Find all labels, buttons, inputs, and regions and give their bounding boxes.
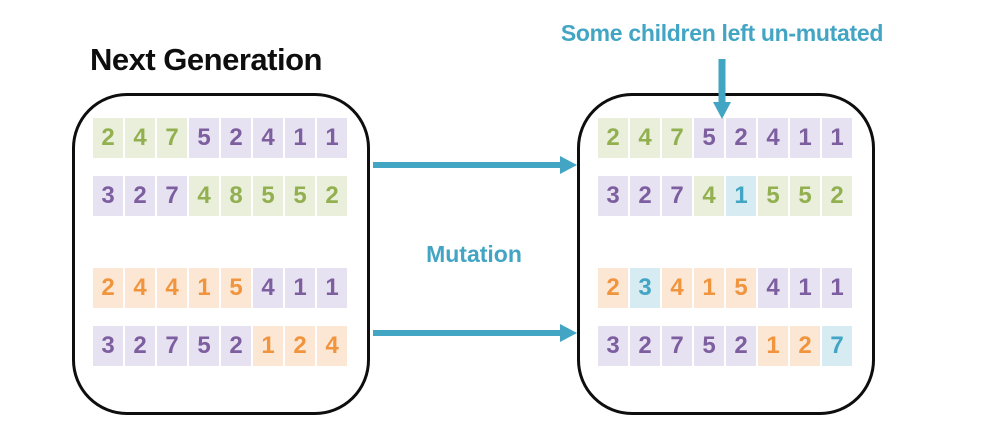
gene-cell: 3 xyxy=(598,326,628,366)
gene-cell: 2 xyxy=(630,176,660,216)
gene-cell: 2 xyxy=(630,326,660,366)
gene-cell: 7 xyxy=(157,176,187,216)
gene-cell: 2 xyxy=(125,176,155,216)
gene-cell: 5 xyxy=(189,118,219,158)
gene-cell-mutated: 3 xyxy=(630,268,660,308)
gene-cell: 5 xyxy=(253,176,283,216)
gene-cell: 5 xyxy=(694,326,724,366)
gene-cell: 2 xyxy=(93,268,123,308)
gene-cell: 2 xyxy=(790,326,820,366)
gene-cell: 4 xyxy=(253,268,283,308)
gene-cell: 4 xyxy=(758,268,788,308)
gene-cell: 1 xyxy=(253,326,283,366)
gene-cell: 1 xyxy=(285,118,315,158)
gene-cell: 5 xyxy=(726,268,756,308)
gene-cell: 2 xyxy=(726,118,756,158)
gene-cell: 3 xyxy=(93,326,123,366)
gene-cell: 7 xyxy=(157,118,187,158)
gene-cell: 4 xyxy=(157,268,187,308)
gene-cell: 5 xyxy=(285,176,315,216)
mutation-arrow-bottom xyxy=(373,324,577,342)
gene-cell-mutated: 7 xyxy=(822,326,852,366)
gene-cell: 4 xyxy=(630,118,660,158)
gene-cell: 5 xyxy=(790,176,820,216)
gene-cell: 2 xyxy=(822,176,852,216)
gene-cell: 1 xyxy=(790,268,820,308)
gene-cell: 7 xyxy=(662,176,692,216)
gene-cell: 4 xyxy=(694,176,724,216)
gene-cell: 7 xyxy=(662,118,692,158)
gene-cell: 5 xyxy=(758,176,788,216)
gene-cell: 3 xyxy=(598,176,628,216)
gene-cell: 2 xyxy=(125,326,155,366)
page-title: Next Generation xyxy=(90,42,322,77)
gene-cell: 2 xyxy=(93,118,123,158)
gene-cell: 1 xyxy=(189,268,219,308)
gene-cell: 4 xyxy=(125,268,155,308)
gene-cell: 2 xyxy=(221,118,251,158)
annotation-unmutated-label: Some children left un-mutated xyxy=(560,20,884,46)
gene-cell: 1 xyxy=(822,268,852,308)
gene-cell: 2 xyxy=(598,268,628,308)
gene-cell: 4 xyxy=(125,118,155,158)
gene-cell: 2 xyxy=(285,326,315,366)
gene-cell: 2 xyxy=(598,118,628,158)
gene-cell: 1 xyxy=(758,326,788,366)
gene-cell: 1 xyxy=(285,268,315,308)
gene-cell: 1 xyxy=(317,268,347,308)
gene-cell: 5 xyxy=(221,268,251,308)
gene-cell: 3 xyxy=(93,176,123,216)
gene-cell: 1 xyxy=(694,268,724,308)
gene-cell: 1 xyxy=(317,118,347,158)
gene-cell: 7 xyxy=(157,326,187,366)
gene-cell: 1 xyxy=(822,118,852,158)
gene-cell-mutated: 1 xyxy=(726,176,756,216)
gene-cell: 8 xyxy=(221,176,251,216)
gene-cell: 2 xyxy=(726,326,756,366)
gene-cell: 5 xyxy=(694,118,724,158)
gene-cell: 7 xyxy=(662,326,692,366)
gene-cell: 1 xyxy=(790,118,820,158)
gene-cell: 2 xyxy=(221,326,251,366)
gene-cell: 5 xyxy=(189,326,219,366)
gene-cell: 4 xyxy=(189,176,219,216)
gene-cell: 4 xyxy=(253,118,283,158)
mutation-label: Mutation xyxy=(426,241,522,267)
gene-cell: 4 xyxy=(758,118,788,158)
gene-cell: 4 xyxy=(662,268,692,308)
mutation-arrow-top xyxy=(373,156,577,174)
gene-cell: 4 xyxy=(317,326,347,366)
gene-cell: 2 xyxy=(317,176,347,216)
